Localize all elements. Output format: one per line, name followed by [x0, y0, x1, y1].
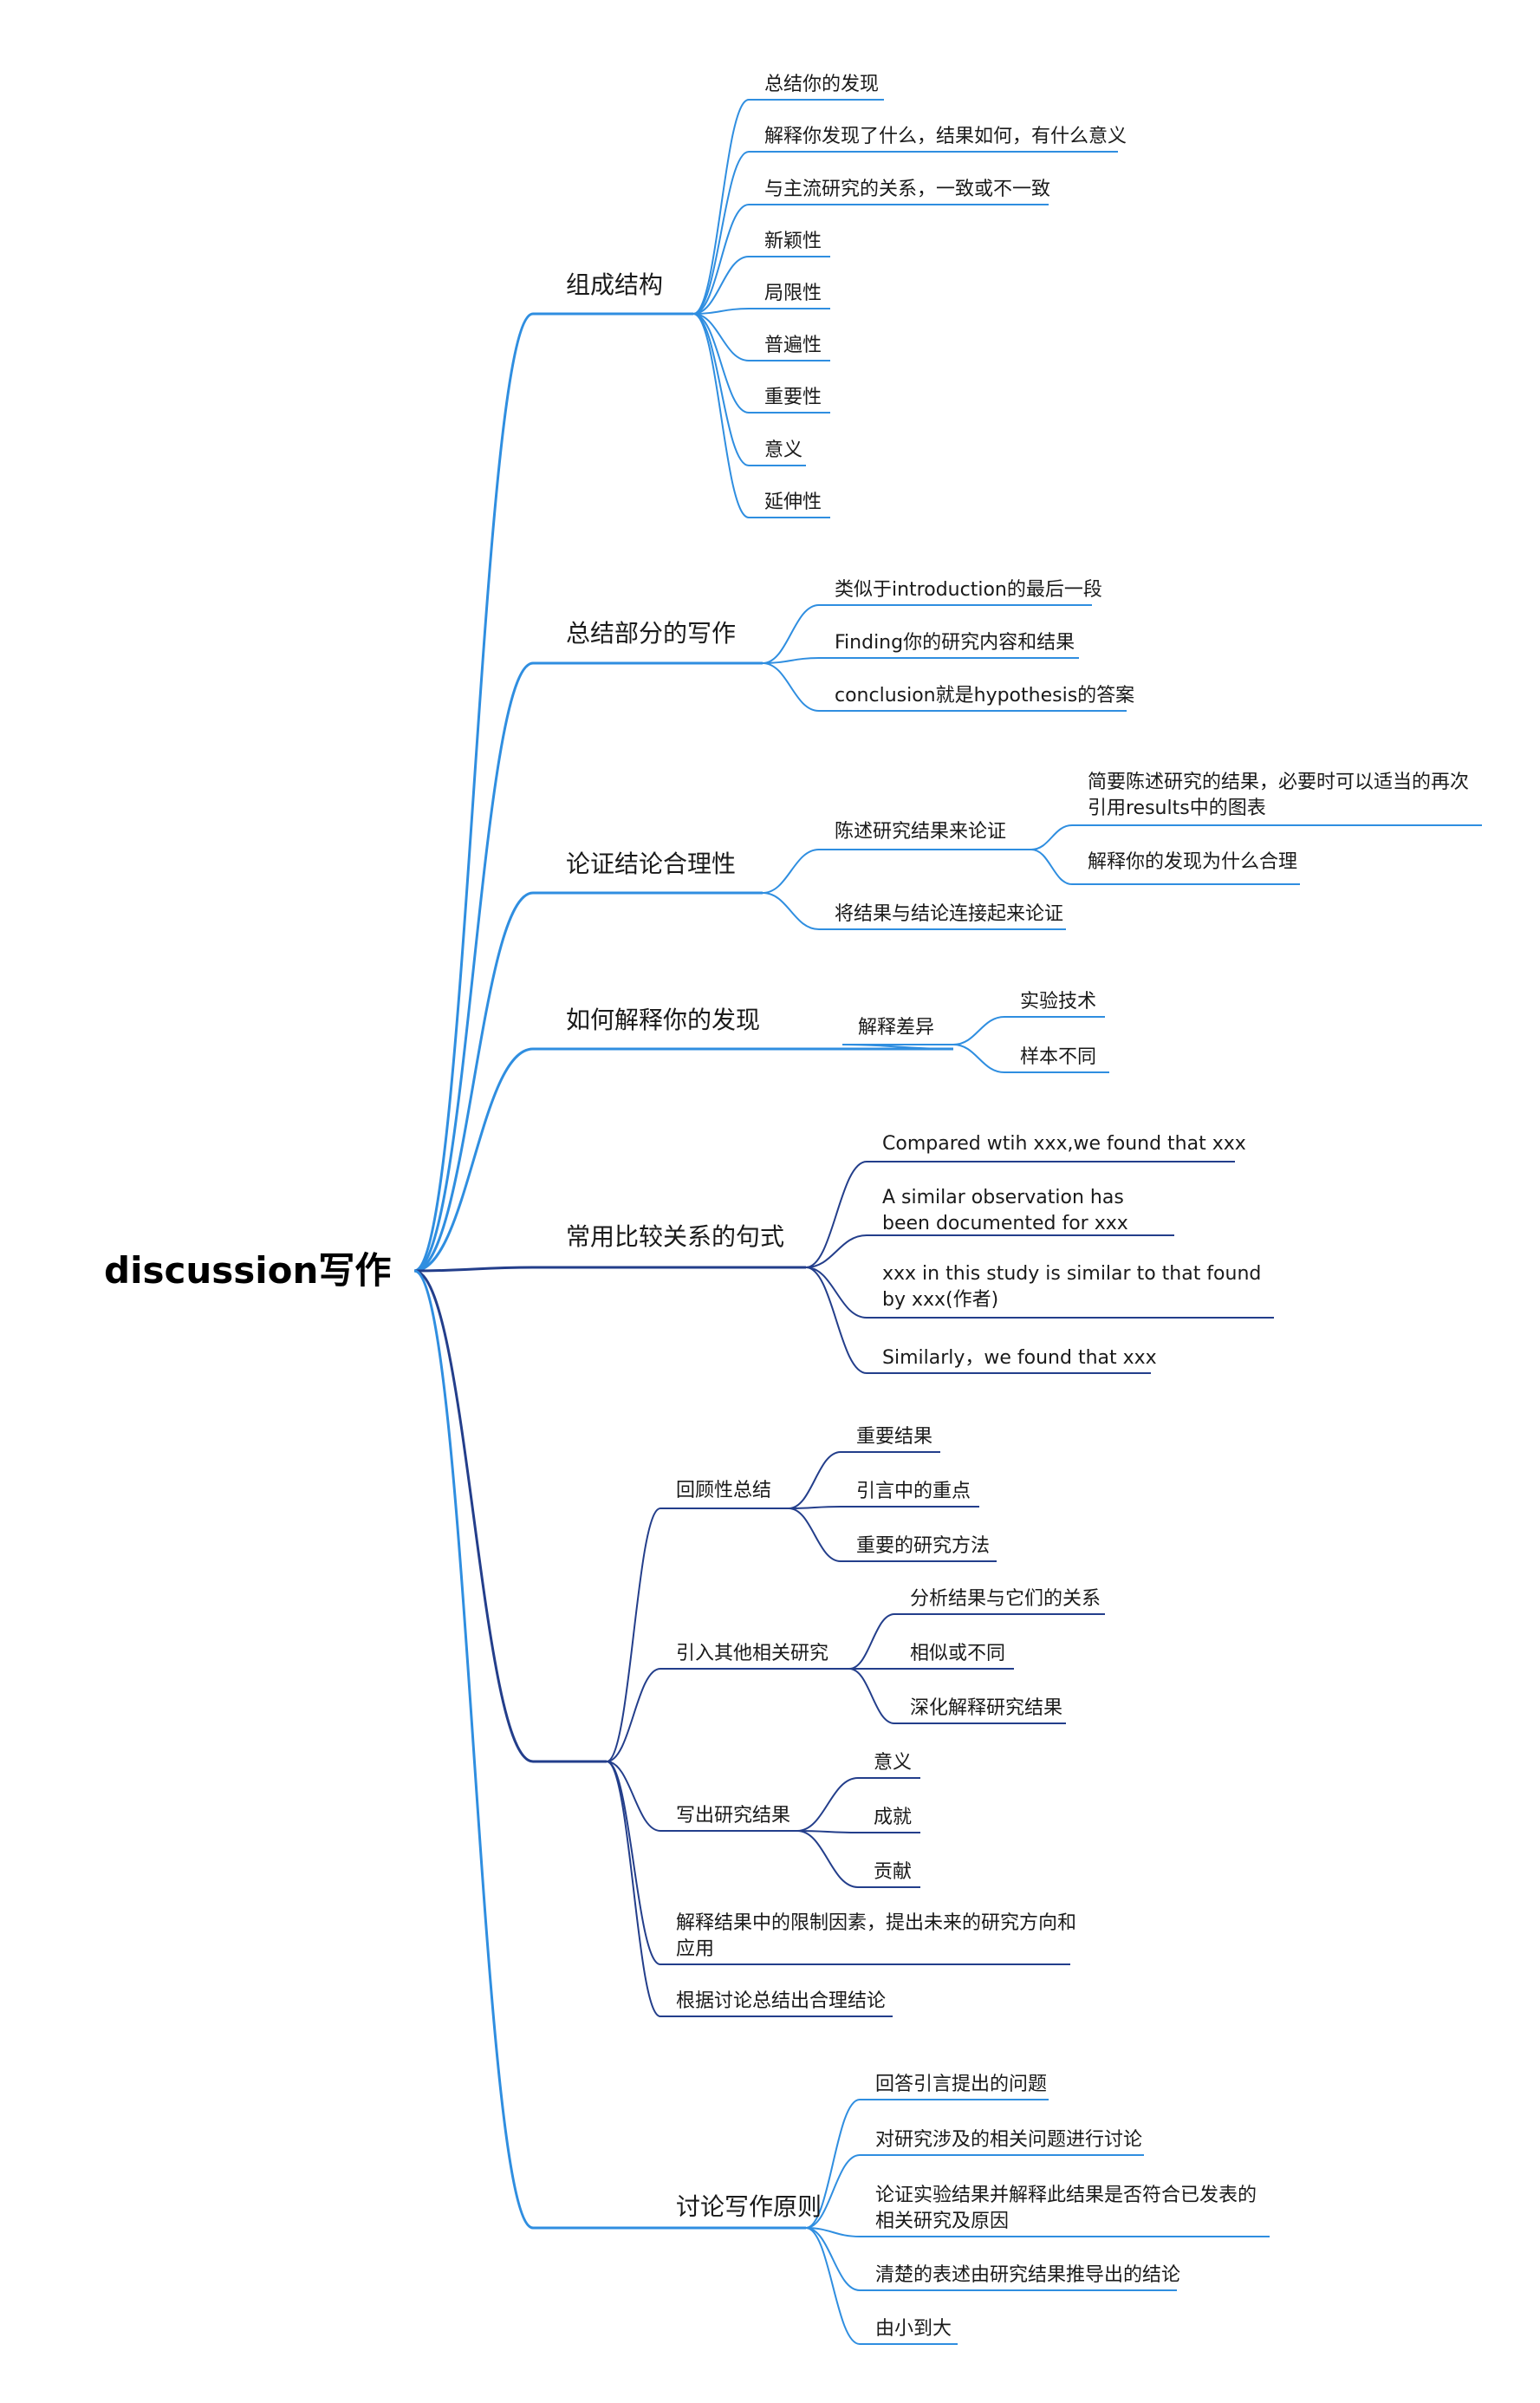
connector-line	[762, 604, 820, 664]
connector-line	[762, 657, 820, 664]
subtopic[interactable]: xxx in this study is similar to that fou…	[882, 1263, 1262, 1311]
connector-line	[606, 1508, 661, 1762]
leaf-topic[interactable]: 重要结果	[856, 1426, 933, 1448]
connector-line	[413, 1269, 534, 2230]
subtopic[interactable]: 局限性	[764, 283, 822, 304]
connector-line	[692, 313, 750, 466]
connector-line	[952, 1044, 1005, 1073]
connector-line	[692, 308, 750, 315]
connector-line	[952, 1016, 1005, 1045]
connector-line	[762, 662, 820, 712]
connector-line	[606, 1761, 661, 1832]
connector-line	[413, 891, 534, 1273]
connector-line	[788, 1451, 841, 1509]
connector-line	[796, 1830, 859, 1888]
subtopic[interactable]: 论证实验结果并解释此结果是否符合已发表的相关研究及原因	[875, 2185, 1257, 2232]
leaf-topic[interactable]: 成就	[874, 1807, 913, 1828]
subtopic[interactable]: 类似于introduction的最后一段	[835, 579, 1102, 601]
subtopic[interactable]: A similar observation has been documente…	[882, 1187, 1128, 1234]
connector-line	[762, 849, 820, 894]
connector-line	[805, 1161, 867, 1268]
connector-line	[692, 151, 750, 315]
leaf-topic[interactable]: 重要的研究方法	[856, 1535, 991, 1557]
leaf-topic[interactable]: 相似或不同	[910, 1643, 1006, 1664]
connector-line	[805, 1267, 867, 1319]
connector-line	[606, 1668, 661, 1762]
connector-line	[805, 1267, 867, 1374]
root-topic[interactable]: discussion写作	[104, 1249, 392, 1292]
subtopic[interactable]: conclusion就是hypothesis的答案	[835, 685, 1135, 707]
subtopic[interactable]: 解释结果中的限制因素，提出未来的研究方向和应用	[676, 1912, 1077, 1960]
subtopic[interactable]: 将结果与结论连接起来论证	[835, 903, 1064, 925]
branch-topic-1[interactable]: 组成结构	[566, 270, 664, 299]
leaf-topic[interactable]: 引言中的重点	[856, 1481, 971, 1502]
branch-topic-5[interactable]: 常用比较关系的句式	[566, 1222, 785, 1251]
subtopic[interactable]: 由小到大	[875, 2318, 952, 2340]
subtopic[interactable]: 回答引言提出的问题	[875, 2074, 1048, 2095]
subtopic[interactable]: 与主流研究的关系，一致或不一致	[764, 179, 1051, 200]
connector-line	[788, 1508, 841, 1562]
connector-line	[692, 256, 750, 315]
connector-line	[692, 313, 750, 518]
branch-topic-3[interactable]: 论证结论合理性	[566, 850, 737, 878]
leaf-topic[interactable]: 贡献	[874, 1861, 913, 1883]
leaf-topic[interactable]: 解释你的发现为什么合理	[1088, 851, 1298, 873]
subtopic[interactable]: 根据讨论总结出合理结论	[676, 1990, 887, 2012]
connector-line	[805, 2227, 861, 2237]
leaf-topic[interactable]: 样本不同	[1020, 1046, 1097, 1068]
subtopic[interactable]: Finding你的研究内容和结果	[835, 632, 1075, 654]
connector-line	[805, 2154, 861, 2229]
subtopic[interactable]: 写出研究结果	[676, 1805, 791, 1827]
connector-line	[1030, 849, 1073, 885]
subtopic[interactable]: 对研究涉及的相关问题进行讨论	[875, 2129, 1143, 2151]
subtopic[interactable]: 新颖性	[764, 231, 822, 252]
leaf-topic[interactable]: 实验技术	[1020, 991, 1097, 1013]
branch-topic-2[interactable]: 总结部分的写作	[566, 619, 737, 648]
leaf-topic[interactable]: 意义	[874, 1752, 913, 1774]
subtopic[interactable]: 清楚的表述由研究结果推导出的结论	[875, 2264, 1181, 2286]
connector-line	[1030, 824, 1073, 850]
leaf-topic[interactable]: 深化解释研究结果	[910, 1697, 1063, 1719]
subtopic[interactable]: 普遍性	[764, 335, 822, 356]
subtopic[interactable]: 解释差异	[858, 1017, 935, 1039]
subtopic[interactable]: 重要性	[764, 387, 822, 408]
connector-line	[762, 892, 820, 930]
connector-line	[413, 1266, 534, 1273]
connector-line	[413, 312, 534, 1273]
connector-line	[606, 1761, 661, 1965]
connector-line	[692, 313, 750, 361]
subtopic[interactable]: Compared wtih xxx,we found that xxx	[882, 1133, 1246, 1155]
subtopic[interactable]: Similarly，we found that xxx	[882, 1347, 1157, 1369]
connector-line	[413, 661, 534, 1273]
connector-line	[413, 1047, 534, 1273]
connector-line	[692, 99, 750, 315]
subtopic[interactable]: 总结你的发现	[764, 74, 880, 95]
subtopic[interactable]: 延伸性	[764, 492, 822, 513]
subtopic[interactable]: 解释你发现了什么，结果如何，有什么意义	[764, 126, 1127, 147]
connector-line	[805, 2227, 861, 2291]
connector-line	[796, 1830, 859, 1833]
subtopic[interactable]: 回顾性总结	[676, 1480, 772, 1501]
branch-topic-7[interactable]: 讨论写作原则	[676, 2192, 822, 2221]
leaf-topic[interactable]: 分析结果与它们的关系	[910, 1588, 1101, 1610]
subtopic[interactable]: 陈述研究结果来论证	[835, 821, 1007, 843]
connector-line	[848, 1668, 895, 1724]
connector-line	[848, 1613, 895, 1670]
connector-line	[805, 2227, 861, 2345]
leaf-topic[interactable]: 简要陈述研究的结果，必要时可以适当的再次引用results中的图表	[1088, 772, 1470, 819]
branch-topic-4[interactable]: 如何解释你的发现	[566, 1006, 761, 1034]
connector-line	[413, 1269, 534, 1763]
connector-line	[606, 1761, 661, 2017]
connector-line	[805, 2099, 861, 2229]
connector-line	[692, 204, 750, 315]
connector-line	[692, 313, 750, 414]
subtopic[interactable]: 引入其他相关研究	[676, 1643, 829, 1664]
subtopic[interactable]: 意义	[764, 440, 803, 461]
connector-line	[796, 1777, 859, 1832]
connector-line	[805, 1234, 867, 1268]
connector-line	[788, 1506, 841, 1509]
